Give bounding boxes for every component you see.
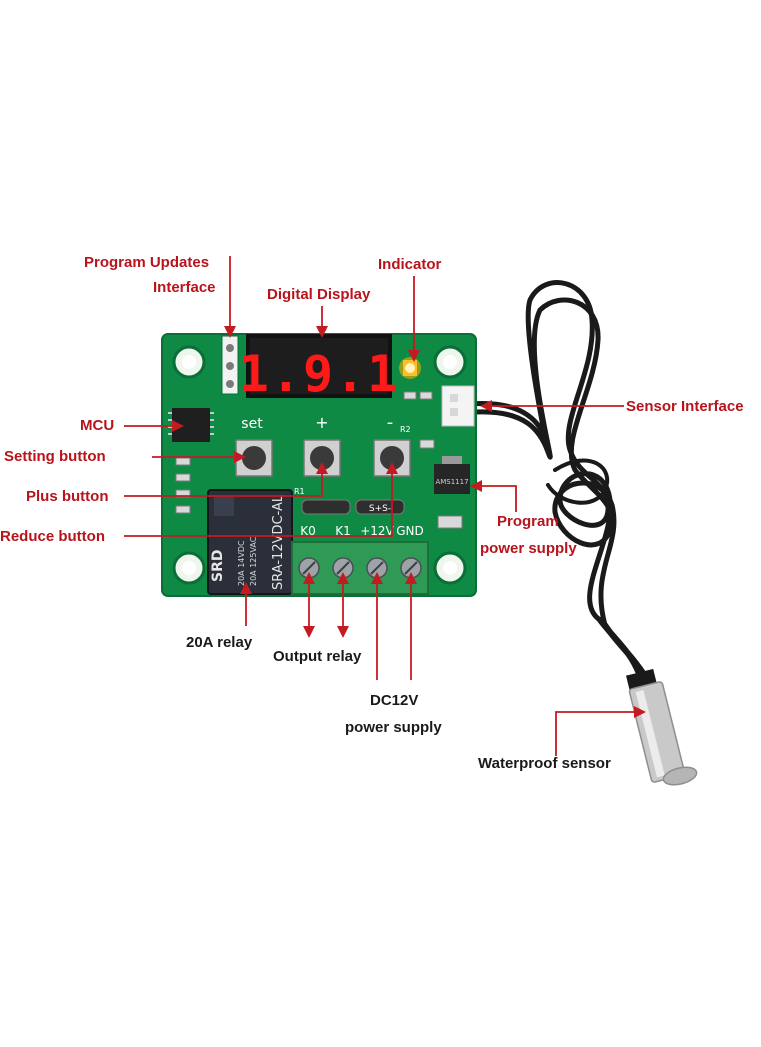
leader-lines — [124, 256, 640, 756]
label-interface: Interface — [153, 279, 216, 296]
waterproof-sensor-probe — [625, 668, 698, 786]
regulator-chip — [434, 456, 470, 494]
label-indicator: Indicator — [378, 256, 442, 273]
label-program-power-supply: power supply — [480, 540, 577, 557]
sensor-header-label: S+S- — [369, 504, 391, 514]
relay-model-label: SRA-12VDC-AL — [271, 494, 286, 590]
label-setting-button: Setting button — [4, 448, 106, 465]
regulator-label: AMS1117 — [435, 478, 468, 486]
tactile-button-icon — [235, 439, 411, 477]
label-waterproof-sensor: Waterproof sensor — [478, 755, 611, 772]
terminal-label-12v: +12V — [360, 524, 394, 538]
label-dc12v: DC12V — [370, 692, 419, 709]
seven-segment-display-icon — [246, 334, 392, 398]
board-set-label: set — [241, 416, 263, 432]
terminal-label-k1: K1 — [335, 524, 351, 538]
label-sensor-interface: Sensor Interface — [626, 398, 744, 415]
label-digital-display: Digital Display — [267, 286, 371, 303]
relay-brand-label: SRD — [210, 550, 226, 582]
screw-terminal-icon — [291, 541, 429, 595]
board-minus-label: - — [387, 412, 394, 433]
label-dc12v-power-supply: power supply — [345, 719, 442, 736]
label-plus-button: Plus button — [26, 488, 109, 505]
arrow-heads — [172, 326, 646, 718]
terminal-label-k0: K0 — [300, 524, 316, 538]
label-program-updates: Program Updates — [84, 254, 210, 271]
mcu-chip-icon — [168, 408, 214, 442]
res-r2-label: R2 — [400, 425, 411, 434]
sensor-interface-connector — [441, 385, 475, 427]
program-update-header — [221, 335, 239, 395]
label-program: Program — [497, 513, 559, 530]
display-digits: 1.9.1 — [239, 345, 400, 403]
terminal-label-gnd: GND — [396, 524, 424, 538]
sensor-cable — [467, 280, 648, 679]
led-indicator-icon — [399, 357, 421, 379]
relay-spec-2-label: 20A 125VAC — [249, 536, 258, 586]
label-20a-relay: 20A relay — [186, 634, 253, 651]
relay-spec-1-label: 20A 14VDC — [237, 540, 246, 586]
res-r1-label: R1 — [294, 487, 305, 496]
label-reduce-button: Reduce button — [0, 528, 105, 545]
label-output-relay: Output relay — [273, 648, 362, 665]
label-mcu: MCU — [80, 417, 115, 434]
board-plus-label: + — [315, 413, 328, 432]
